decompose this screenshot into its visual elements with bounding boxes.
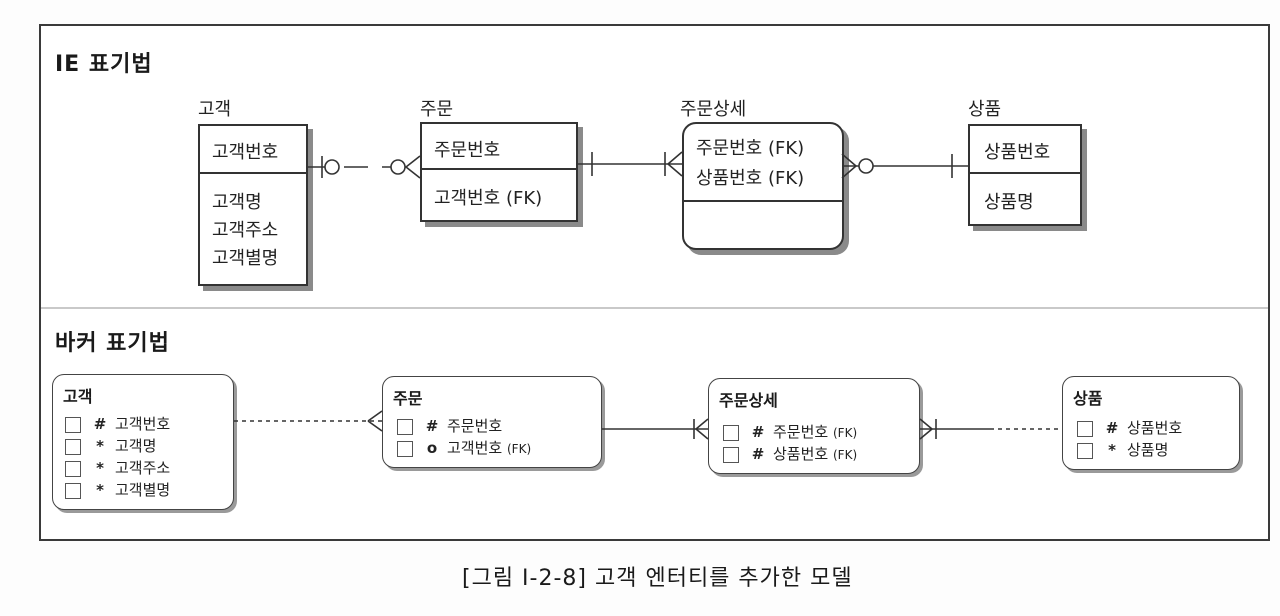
ie-product-entity: 상품번호 상품명	[968, 124, 1082, 226]
checkbox-icon	[65, 482, 81, 499]
barker-order-detail-entity: 주문상세 #주문번호 (FK) #상품번호 (FK)	[708, 378, 920, 474]
ie-customer-entity: 고객번호 고객명 고객주소 고객별명	[198, 124, 308, 286]
barker-rel-customer-order	[234, 410, 383, 432]
barker-attr-row: #상품번호 (FK)	[723, 443, 857, 464]
ie-customer-name: 고객	[198, 99, 232, 120]
ie-customer-key: 고객번호	[212, 142, 279, 163]
barker-attr-row: *고객주소	[65, 457, 170, 478]
checkbox-icon	[65, 416, 81, 433]
barker-attr-row: *고객명	[65, 435, 156, 456]
checkbox-icon	[65, 438, 81, 455]
ie-rel-customer-order	[306, 155, 421, 179]
ie-customer-attr: 고객명	[212, 192, 262, 213]
checkbox-icon	[723, 446, 739, 463]
ie-order-attr: 고객번호 (FK)	[434, 188, 543, 209]
ie-product-key: 상품번호	[984, 142, 1051, 163]
ie-order-detail-entity: 주문번호 (FK) 상품번호 (FK)	[682, 122, 844, 250]
ie-rel-detail-product	[841, 153, 968, 179]
ie-rel-order-detail	[576, 151, 683, 177]
barker-order-detail-name: 주문상세	[719, 391, 778, 410]
barker-product-entity: 상품 #상품번호 *상품명	[1062, 376, 1240, 470]
ie-section-title: IE 표기법	[55, 52, 153, 77]
barker-product-name: 상품	[1073, 389, 1103, 408]
ie-order-key: 주문번호	[434, 140, 501, 161]
checkbox-icon	[1077, 442, 1093, 459]
barker-rel-order-detail	[602, 418, 709, 440]
ie-order-name: 주문	[420, 99, 454, 120]
barker-section-title: 바커 표기법	[55, 331, 170, 356]
ie-customer-attr: 고객주소	[212, 220, 279, 241]
barker-order-name: 주문	[393, 389, 423, 408]
barker-attr-row: #상품번호	[1077, 417, 1182, 438]
checkbox-icon	[723, 424, 739, 441]
barker-customer-name: 고객	[63, 387, 93, 406]
ie-order-detail-key: 주문번호 (FK)	[696, 138, 805, 159]
ie-order-detail-name: 주문상세	[680, 99, 747, 120]
barker-attr-row: *고객별명	[65, 479, 170, 500]
ie-order-detail-key: 상품번호 (FK)	[696, 168, 805, 189]
barker-attr-row: #주문번호 (FK)	[723, 421, 857, 442]
ie-order-entity: 주문번호 고객번호 (FK)	[420, 122, 578, 222]
barker-attr-row: #주문번호	[397, 415, 502, 436]
barker-attr-row: *상품명	[1077, 439, 1168, 460]
checkbox-icon	[65, 460, 81, 477]
checkbox-icon	[1077, 420, 1093, 437]
barker-customer-entity: 고객 #고객번호 *고객명 *고객주소 *고객별명	[52, 374, 234, 510]
checkbox-icon	[397, 418, 413, 435]
section-divider	[41, 307, 1268, 309]
barker-rel-detail-product	[919, 418, 1062, 440]
ie-product-attr: 상품명	[984, 192, 1034, 213]
ie-customer-attr: 고객별명	[212, 248, 279, 269]
figure-caption: [그림 Ⅰ-2-8] 고객 엔터티를 추가한 모델	[462, 566, 853, 591]
barker-attr-row: #고객번호	[65, 413, 170, 434]
checkbox-icon	[397, 440, 413, 457]
ie-product-name: 상품	[968, 99, 1002, 120]
